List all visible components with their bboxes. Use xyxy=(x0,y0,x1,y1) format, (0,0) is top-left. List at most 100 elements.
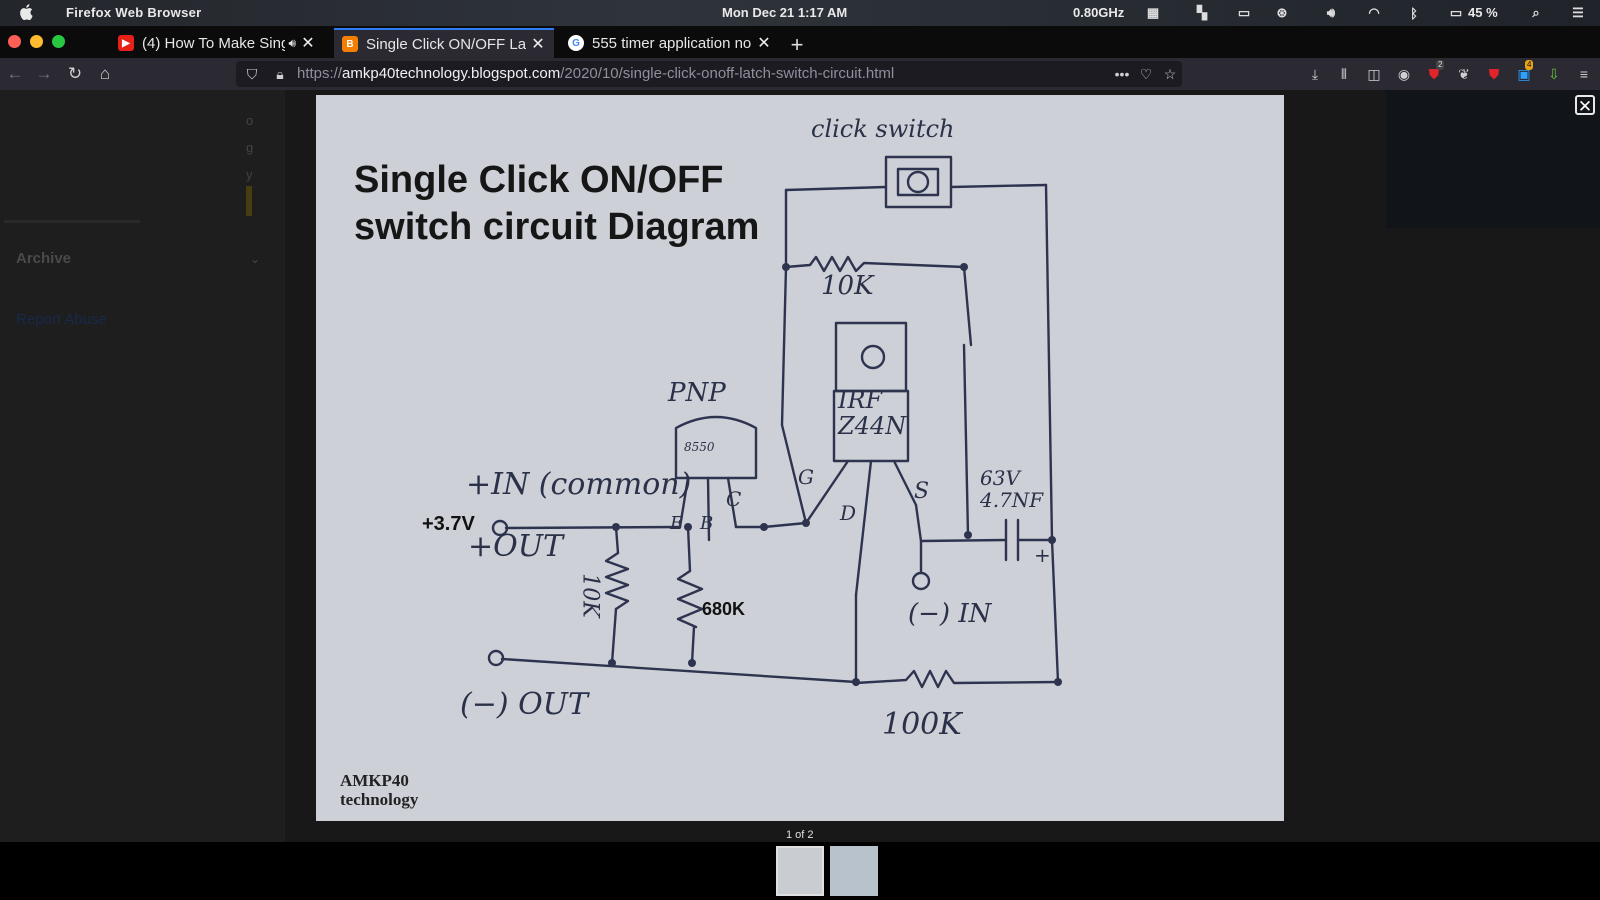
label-voltage: +3.7V xyxy=(422,513,475,535)
downloads-icon[interactable]: ⤓ xyxy=(1311,66,1319,82)
blog-sidebar xyxy=(0,90,285,842)
label-680k: 680K xyxy=(702,599,746,619)
vertical-letters: o g y xyxy=(246,113,254,182)
thumbnail-2[interactable] xyxy=(830,846,878,896)
window-minimize-button[interactable] xyxy=(30,35,43,48)
pocket-icon[interactable]: ♡ xyxy=(1139,66,1153,82)
label-10k-side: 10K xyxy=(577,573,603,618)
archive-heading[interactable]: Archive xyxy=(16,250,72,267)
download-helper-icon[interactable]: ⇩ xyxy=(1548,66,1560,82)
active-app-name[interactable]: Firefox Web Browser xyxy=(66,5,202,20)
window-zoom-button[interactable] xyxy=(52,35,65,48)
url-path: /2020/10/single-click-onoff-latch-switch… xyxy=(560,65,895,82)
lock-icon[interactable]: 🔒︎ xyxy=(276,66,284,82)
audio-playing-icon[interactable]: 🔊︎ xyxy=(288,35,296,50)
close-tab-icon[interactable]: ✕ xyxy=(757,35,771,52)
page-actions-icon[interactable]: ••• xyxy=(1114,66,1130,82)
background-header-image xyxy=(1386,90,1600,228)
title-line-1: Single Click ON/OFF xyxy=(354,159,724,201)
label-emitter: E xyxy=(670,513,684,534)
credit-text: AMKP40 technology xyxy=(340,771,419,809)
label-irfz44n: IRF Z44N xyxy=(838,386,907,440)
reload-button[interactable]: ↻ xyxy=(67,64,83,83)
label-click-switch: click switch xyxy=(811,115,955,143)
image-counter: 1 of 2 xyxy=(786,829,814,841)
title-line-2: switch circuit Diagram xyxy=(354,206,760,248)
new-tab-button[interactable]: + xyxy=(790,32,804,57)
menu-bar: Firefox Web Browser Mon Dec 21 1:17 AM 0… xyxy=(0,0,1600,26)
tab-title: (4) How To Make Sing xyxy=(142,34,286,52)
label-in-common: +IN (common) xyxy=(466,467,692,502)
url-scheme: https:// xyxy=(297,65,343,82)
chevron-down-icon[interactable]: ⌄ xyxy=(250,252,261,266)
label-collector: C xyxy=(726,487,742,511)
google-icon: G xyxy=(568,35,584,51)
cpu-frequency[interactable]: 0.80GHz xyxy=(1073,5,1125,20)
blog-title-vertical: o g y xyxy=(246,107,253,188)
label-neg-in: (−) IN xyxy=(908,599,992,629)
control-center-icon[interactable]: ☰ xyxy=(1572,5,1584,20)
label-10k-top: 10K xyxy=(821,271,874,301)
image-credit: AMKP40 technology xyxy=(340,771,418,809)
sidebar-divider xyxy=(4,220,140,223)
search-icon[interactable]: ⌕ xyxy=(1532,5,1540,20)
wifi-icon[interactable]: ◠ xyxy=(1368,5,1380,20)
tab-google[interactable]: G 555 timer application no ✕ xyxy=(560,28,780,58)
url-text[interactable]: https://amkp40technology.blogspot.com/20… xyxy=(297,65,894,82)
menubar-clock[interactable]: Mon Dec 21 1:17 AM xyxy=(722,5,848,20)
label-out-pos: +OUT xyxy=(468,529,564,564)
label-capacitor: 63V 4.7NF xyxy=(980,466,1044,512)
privacy-extension-icon[interactable]: ⛊ xyxy=(1488,66,1500,82)
battery-icon[interactable]: ▭ xyxy=(1449,5,1463,20)
diagram-title: Single Click ON/OFF switch circuit Diagr… xyxy=(354,157,759,251)
forward-button[interactable]: → xyxy=(35,64,53,83)
sidebar-toggle-icon[interactable]: ◫ xyxy=(1367,66,1381,82)
apple-icon[interactable] xyxy=(20,4,34,20)
url-host: amkp40technology.blogspot.com xyxy=(342,65,561,82)
account-icon[interactable]: ◉ xyxy=(1397,66,1411,82)
tracking-shield-icon[interactable]: ⛉ xyxy=(246,66,258,82)
tab-title: Single Click ON/OFF Lat xyxy=(366,35,526,53)
close-tab-icon[interactable]: ✕ xyxy=(301,35,315,52)
circuit-drawing xyxy=(487,155,1062,689)
cpu-chip-icon[interactable]: ▦ xyxy=(1146,5,1160,20)
window-layout-icon[interactable]: ▚ xyxy=(1197,5,1207,20)
click-switch-body xyxy=(884,155,953,209)
label-cap-plus: + xyxy=(1034,543,1051,567)
label-neg-out: (−) OUT xyxy=(460,687,588,722)
hamburger-menu-icon[interactable]: ≡ xyxy=(1579,66,1589,82)
sidebar-accent-bar xyxy=(246,186,252,216)
bluetooth-icon[interactable]: ᛒ xyxy=(1410,5,1418,21)
label-base: B xyxy=(700,513,714,534)
close-tab-icon[interactable]: ✕ xyxy=(531,36,545,53)
display-icon[interactable]: ▭ xyxy=(1237,5,1251,20)
tab-blogger[interactable]: B Single Click ON/OFF Lat ✕ xyxy=(334,28,554,58)
blogger-icon: B xyxy=(342,36,358,52)
extension-badge: 2 xyxy=(1436,60,1445,70)
thumbnail-1[interactable] xyxy=(776,846,824,896)
home-button[interactable]: ⌂ xyxy=(99,64,111,83)
tab-youtube[interactable]: ▶ (4) How To Make Sing 🔊︎ ✕ xyxy=(112,28,322,58)
translate-extension-icon[interactable]: ▣ xyxy=(1517,66,1531,82)
tab-strip xyxy=(0,26,1600,58)
label-source: S xyxy=(914,479,930,504)
bookmark-star-icon[interactable]: ☆ xyxy=(1163,66,1177,82)
back-button[interactable]: ← xyxy=(6,64,24,83)
circuit-diagram-image[interactable]: Single Click ON/OFF switch circuit Diagr… xyxy=(316,95,1284,821)
address-bar[interactable] xyxy=(236,61,1182,87)
tampermonkey-icon[interactable]: ❦ xyxy=(1458,66,1470,82)
extension-badge: 4 xyxy=(1525,60,1534,70)
volume-icon[interactable]: 🔊︎ xyxy=(1326,5,1336,20)
lightbox-close-button[interactable]: ✕ xyxy=(1575,95,1595,116)
battery-percentage[interactable]: 45 % xyxy=(1468,5,1498,20)
window-close-button[interactable] xyxy=(8,35,21,48)
ublock-icon[interactable]: ⛊ xyxy=(1428,66,1440,82)
label-100k: 100K xyxy=(882,707,962,742)
label-pnp: PNP xyxy=(668,378,726,408)
library-icon[interactable]: ⫴ xyxy=(1341,66,1347,82)
report-abuse-link[interactable]: Report Abuse xyxy=(16,311,107,328)
label-gate: G xyxy=(798,465,814,489)
label-pnp-part: 8550 xyxy=(684,440,715,454)
accessibility-icon[interactable]: ⊛ xyxy=(1276,5,1288,20)
youtube-icon: ▶ xyxy=(118,35,134,51)
